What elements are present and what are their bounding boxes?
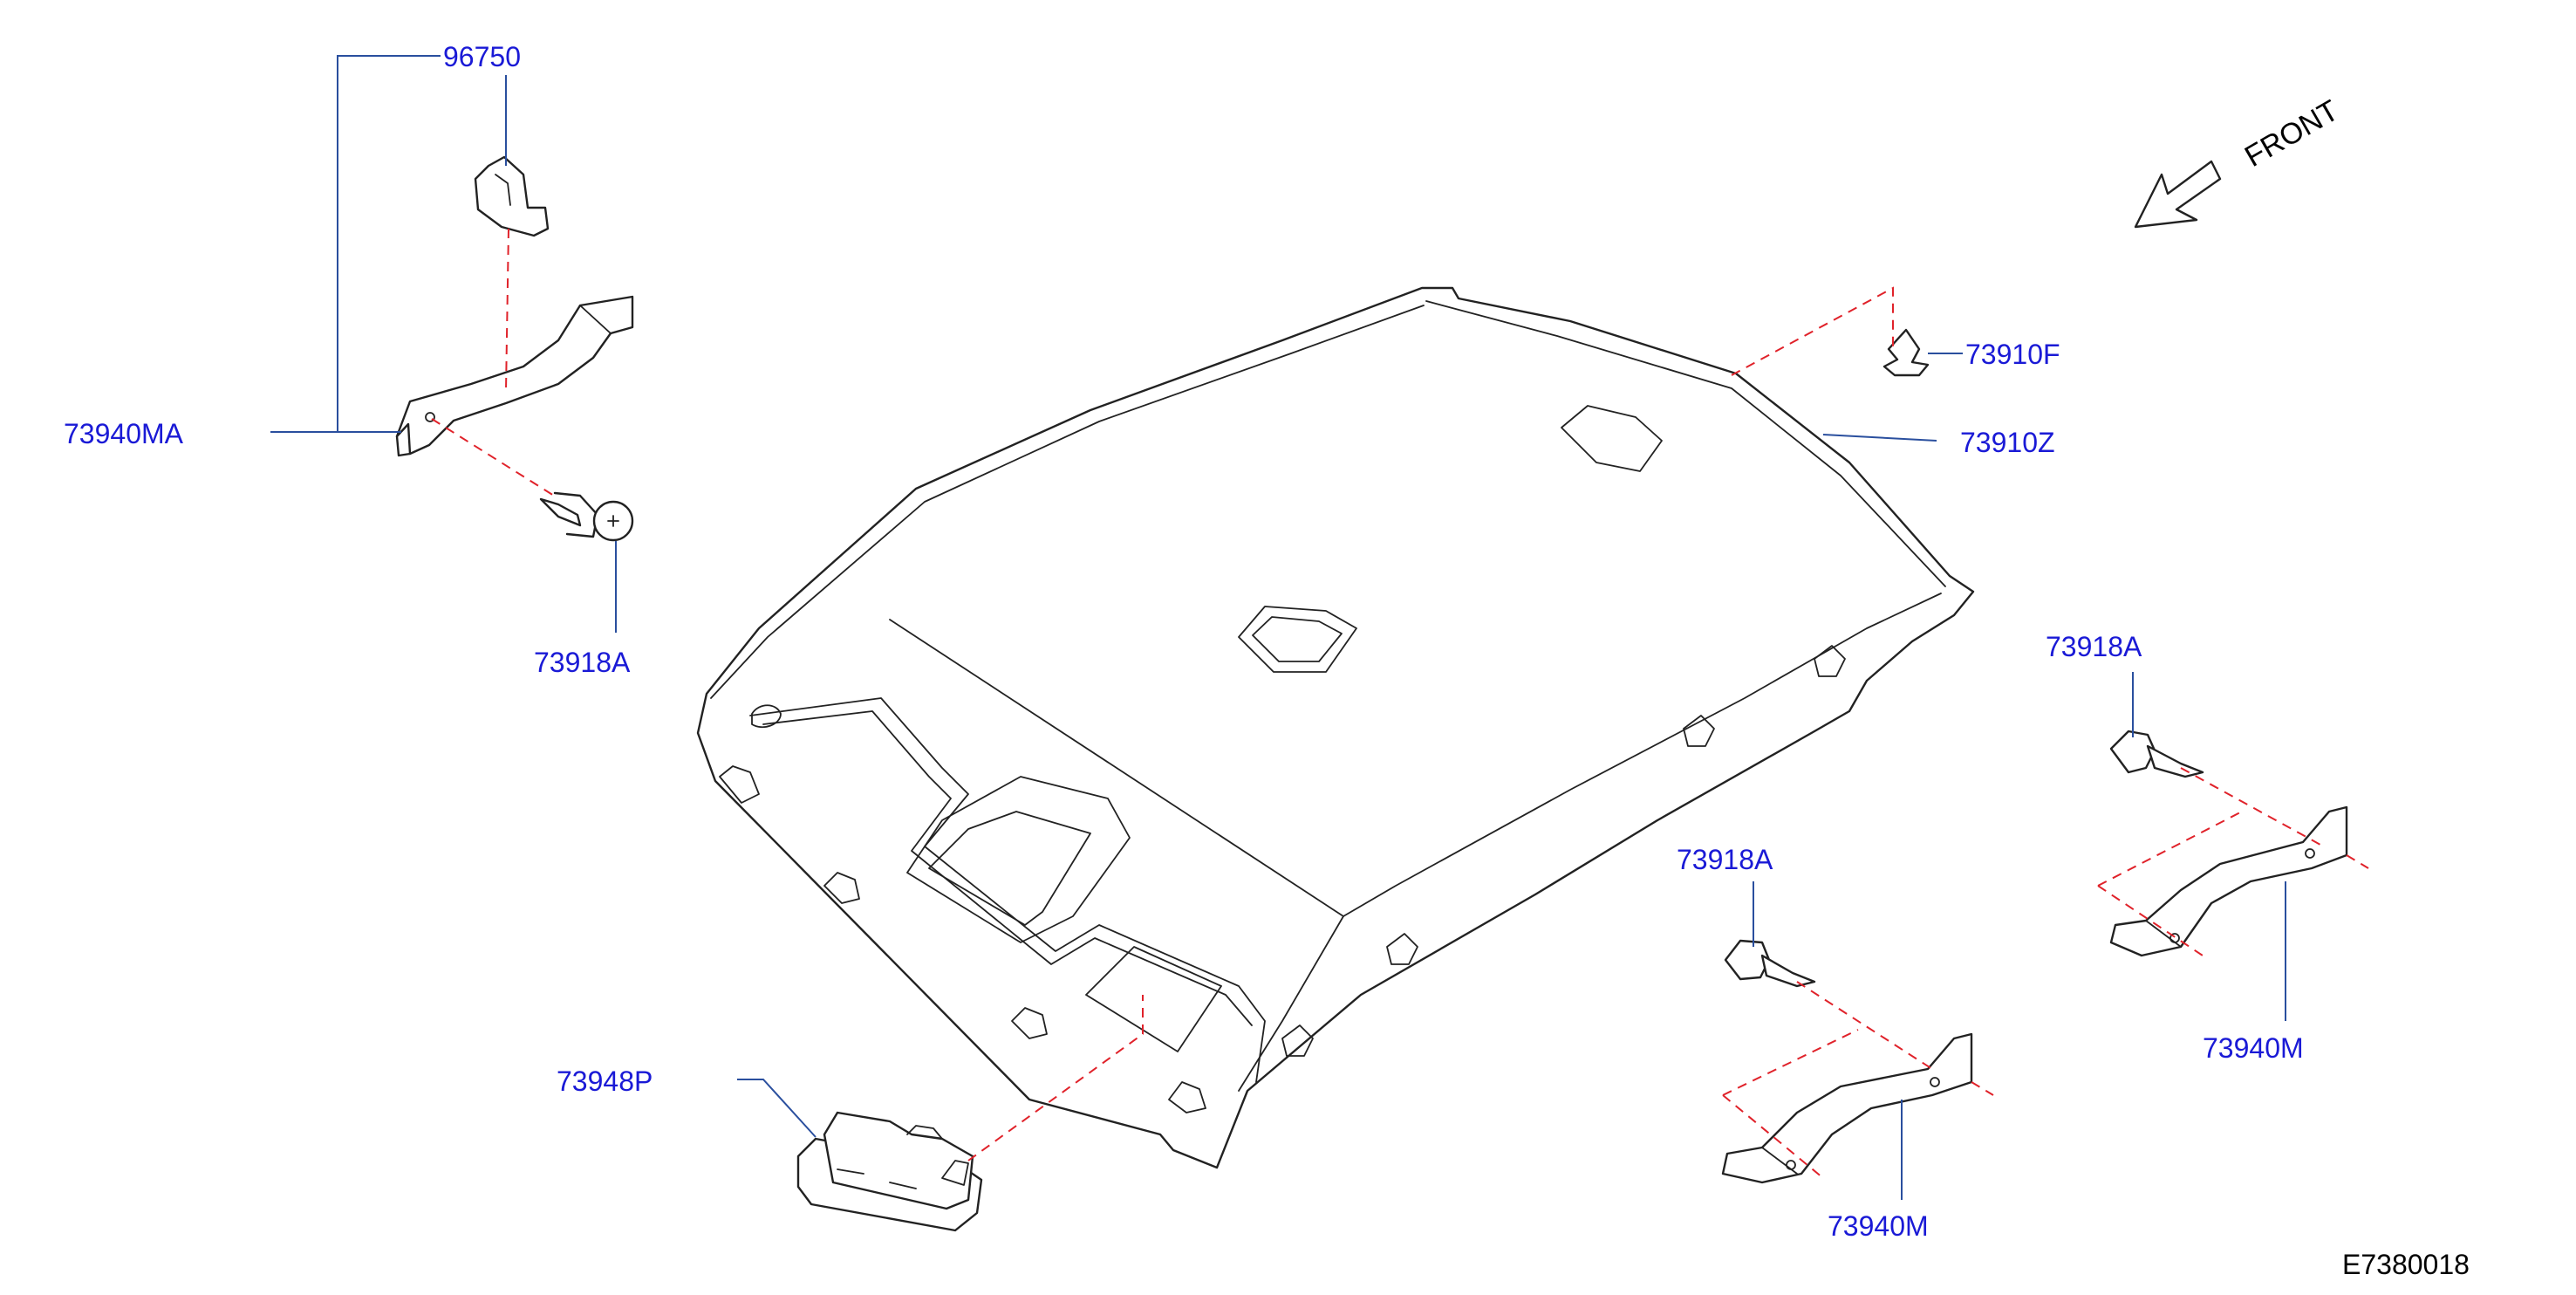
- leader-lines: [270, 55, 2286, 1200]
- label-96750: 96750: [443, 41, 521, 72]
- label-73940M-right: 73940M: [2203, 1032, 2304, 1064]
- clip-73910F-part: [1882, 328, 1930, 377]
- label-73910F: 73910F: [1965, 339, 2060, 370]
- headlining-panel: [696, 286, 1975, 1169]
- clip-96750-part: [474, 155, 550, 237]
- label-73918A-left: 73918A: [534, 647, 631, 678]
- screw-middle-part: [1724, 939, 1816, 988]
- front-arrow-icon: [2134, 160, 2222, 229]
- label-73910Z: 73910Z: [1960, 427, 2055, 458]
- screw-top-left-part: [539, 491, 634, 542]
- label-73918A-right: 73918A: [2046, 631, 2142, 662]
- handle-73940MA-part: [395, 295, 634, 457]
- screw-right-part: [2109, 730, 2204, 778]
- front-label: FRONT: [2239, 93, 2344, 173]
- label-73940MA: 73940MA: [64, 418, 184, 449]
- assembly-lines: [431, 228, 2369, 1179]
- front-direction-indicator: FRONT: [2134, 93, 2344, 229]
- label-73918A-middle: 73918A: [1677, 844, 1773, 875]
- label-73940M-middle: 73940M: [1828, 1210, 1929, 1242]
- part-labels: 96750 73940MA 73918A 73910F 73910Z 73918…: [64, 41, 2470, 1280]
- handle-middle-part: [1721, 1032, 1973, 1184]
- label-73948P: 73948P: [557, 1065, 653, 1097]
- map-lamp-73948P-part: [796, 1111, 983, 1232]
- handle-right-part: [2109, 805, 2348, 957]
- diagram-code: E7380018: [2342, 1249, 2470, 1280]
